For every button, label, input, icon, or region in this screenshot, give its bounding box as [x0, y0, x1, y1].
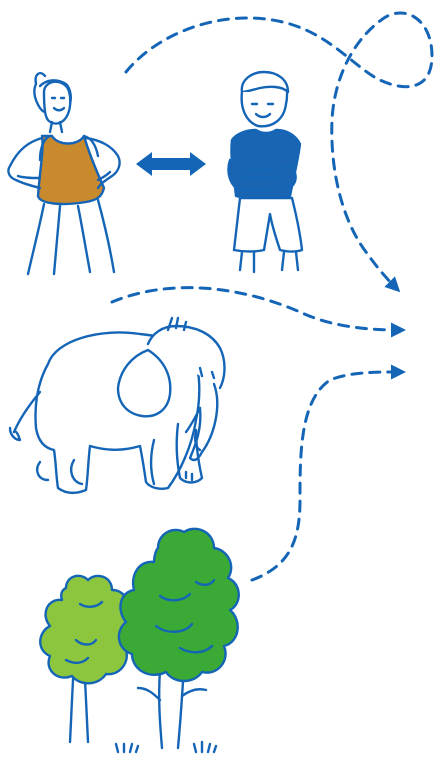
trees-connector-arrow — [252, 372, 400, 580]
elephant-connector-arrow — [112, 288, 400, 330]
trees-icon — [40, 529, 239, 752]
woman-figure-icon — [8, 73, 119, 274]
elephant-icon — [10, 318, 225, 493]
man-figure-icon — [228, 72, 302, 272]
double-arrow-icon — [136, 152, 206, 176]
